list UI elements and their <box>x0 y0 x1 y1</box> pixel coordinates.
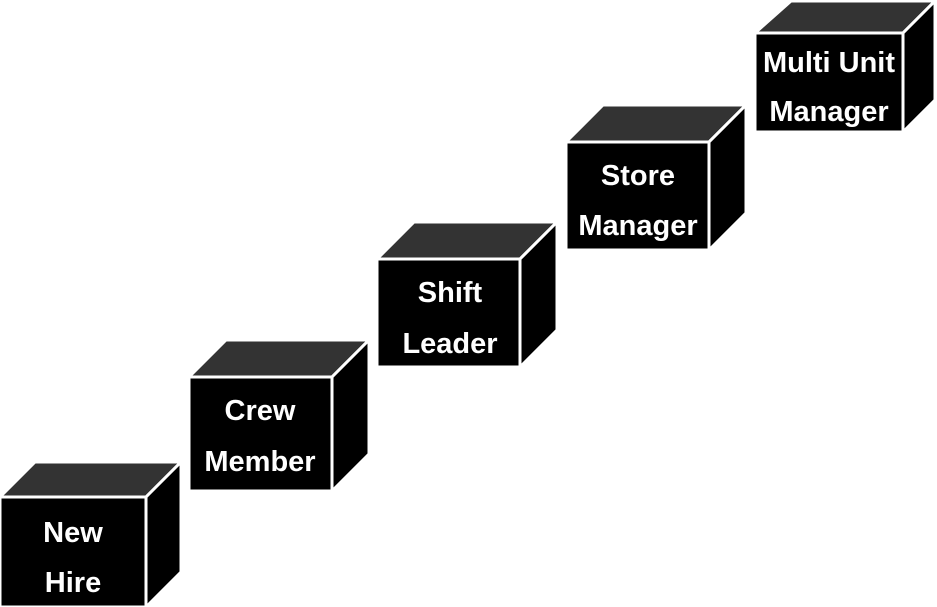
step-store-manager: Store Manager <box>562 101 750 254</box>
step-label-line1: Crew <box>225 395 296 427</box>
cube-front-face <box>187 375 334 493</box>
step-shift-leader: Shift Leader <box>373 218 561 371</box>
step-label-line1: Shift <box>418 277 483 309</box>
cube-front-face <box>753 31 905 134</box>
step-label-line2: Hire <box>45 567 101 599</box>
cube-front-face <box>375 257 522 369</box>
step-label-line1: New <box>43 517 103 549</box>
step-label-line2: Manager <box>769 96 888 128</box>
step-label-line2: Leader <box>402 328 497 360</box>
step-multi-unit-manager: Multi Unit Manager <box>751 0 937 136</box>
step-new-hire: New Hire <box>0 458 185 607</box>
step-crew-member: Crew Member <box>185 336 373 495</box>
step-label-line2: Manager <box>578 210 697 242</box>
step-label-line1: Multi Unit <box>763 47 895 79</box>
cube-front-face <box>564 140 711 252</box>
step-label-line1: Store <box>601 160 675 192</box>
step-label-line2: Member <box>204 446 315 478</box>
cube-front-face <box>0 495 148 607</box>
